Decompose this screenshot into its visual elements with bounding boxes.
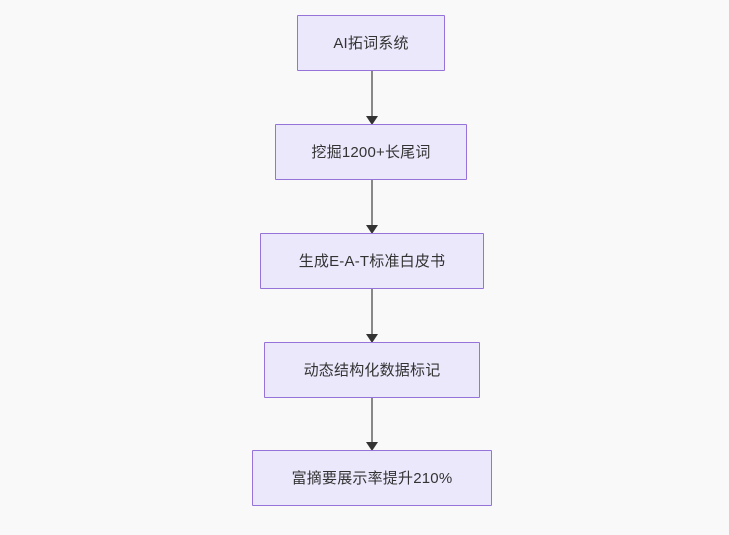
arrowhead-icon [366, 225, 378, 234]
flow-node-dynamic-structured-data-markup[interactable]: 动态结构化数据标记 [264, 342, 480, 398]
flow-node-mine-longtail-keywords[interactable]: 挖掘1200+长尾词 [275, 124, 467, 180]
flow-node-generate-eat-whitepaper[interactable]: 生成E-A-T标准白皮书 [260, 233, 484, 289]
flow-node-rich-snippet-impression-uplift[interactable]: 富摘要展示率提升210% [252, 450, 492, 506]
flow-node-ai-keyword-system[interactable]: AI拓词系统 [297, 15, 445, 71]
flow-node-label: AI拓词系统 [333, 34, 409, 52]
edge-node1-to-node2 [366, 69, 378, 125]
edge-node2-to-node3 [366, 178, 378, 234]
flow-node-label: 挖掘1200+长尾词 [311, 143, 431, 161]
edge-node3-to-node4 [366, 287, 378, 343]
flow-node-label: 生成E-A-T标准白皮书 [298, 252, 446, 270]
flow-node-label: 动态结构化数据标记 [303, 361, 441, 379]
edge-node4-to-node5 [366, 396, 378, 451]
flow-node-label: 富摘要展示率提升210% [291, 469, 453, 487]
arrowhead-icon [366, 442, 378, 451]
arrowhead-icon [366, 116, 378, 125]
arrowhead-icon [366, 334, 378, 343]
